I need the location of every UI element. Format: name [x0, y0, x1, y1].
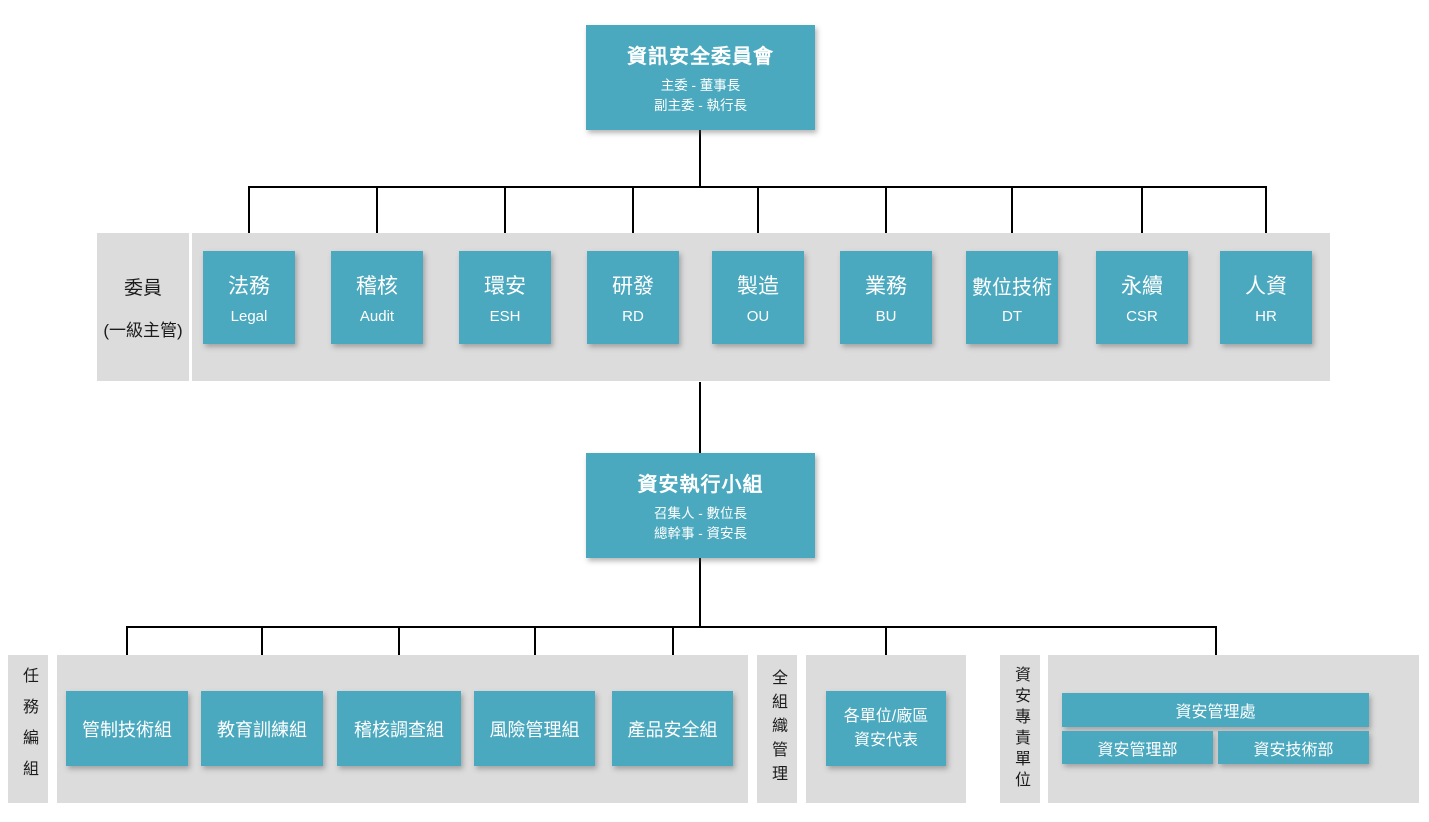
task-group-box-risk-management: 風險管理組 [474, 691, 595, 766]
info-security-committee-box: 資訊安全委員會 主委 - 董事長 副主委 - 執行長 [586, 25, 815, 130]
member-zh-label: 法務 [228, 275, 270, 298]
band-label-line2: (一級主管) [103, 321, 183, 340]
member-en-label: DT [1002, 307, 1022, 325]
connector-drop [757, 186, 759, 252]
committee-subtitle-line2: 副主委 - 執行長 [654, 97, 747, 113]
committee-title: 資訊安全委員會 [627, 45, 774, 68]
unit-representatives-box: 各單位/廠區 資安代表 [826, 691, 946, 766]
member-zh-label: 研發 [612, 275, 654, 298]
executive-subtitle-line1: 召集人 - 數位長 [654, 505, 747, 521]
connector-drop [1265, 186, 1267, 252]
member-zh-label: 製造 [737, 275, 779, 298]
task-group-box-education: 教育訓練組 [201, 691, 323, 766]
connector-riser-top [699, 130, 701, 188]
member-zh-label: 永續 [1121, 275, 1163, 298]
task-group-box-control-tech: 管制技術組 [66, 691, 188, 766]
member-en-label: BU [875, 308, 897, 325]
connector-drop [1141, 186, 1143, 252]
connector-drop [504, 186, 506, 252]
task-group-box-product-security: 產品安全組 [612, 691, 733, 766]
security-executive-box: 資安執行小組 召集人 - 數位長 總幹事 - 資安長 [586, 453, 815, 558]
security-management-dept-box: 資安管理部 [1062, 731, 1213, 764]
connector-drop [632, 186, 634, 252]
security-technology-dept-box: 資安技術部 [1218, 731, 1369, 764]
rep-box-line1: 各單位/廠區 [843, 707, 929, 725]
connector-drop [376, 186, 378, 252]
member-zh-label: 人資 [1245, 275, 1287, 298]
task-section-label: 任務編組 [8, 655, 48, 803]
member-box-ou: 製造 OU [712, 251, 804, 344]
member-box-legal: 法務 Legal [203, 251, 295, 344]
task-group-box-audit-investigation: 稽核調查組 [337, 691, 461, 766]
committee-subtitle-line1: 主委 - 董事長 [660, 77, 741, 93]
connector-drop [248, 186, 250, 252]
dedicated-section-background [1048, 655, 1419, 803]
executive-subtitle-line2: 總幹事 - 資安長 [654, 525, 747, 541]
member-en-label: ESH [489, 308, 521, 325]
connector-drop [885, 186, 887, 252]
orgwide-section-label: 全組織管理 [757, 655, 797, 803]
member-en-label: Audit [359, 308, 395, 325]
member-en-label: RD [622, 308, 644, 325]
member-box-csr: 永續 CSR [1096, 251, 1188, 344]
member-zh-label: 環安 [484, 275, 526, 298]
band-label-line1: 委員 [123, 278, 162, 299]
member-zh-label: 業務 [865, 275, 907, 298]
member-zh-label: 稽核 [356, 275, 398, 298]
connector-drop [1011, 186, 1013, 252]
rep-box-line2: 資安代表 [853, 731, 918, 749]
executive-title: 資安執行小組 [637, 473, 764, 496]
committee-band-label: 委員 (一級主管) [97, 233, 189, 381]
connector-riser-band-to-executive [699, 382, 701, 453]
connector-hline-bottom [126, 626, 1217, 628]
member-en-label: CSR [1126, 308, 1158, 325]
member-box-bu: 業務 BU [840, 251, 932, 344]
member-en-label: HR [1255, 308, 1277, 325]
member-en-label: OU [746, 308, 770, 325]
member-box-rd: 研發 RD [587, 251, 679, 344]
member-en-label: Legal [230, 308, 268, 325]
member-box-dt: 數位技術 DT [966, 251, 1058, 344]
member-box-hr: 人資 HR [1220, 251, 1312, 344]
connector-riser-executive [699, 558, 701, 628]
member-box-esh: 環安 ESH [459, 251, 551, 344]
security-division-box: 資安管理處 [1062, 693, 1369, 727]
dedicated-section-label: 資安專責單位 [1000, 655, 1040, 803]
member-zh-label: 數位技術 [972, 276, 1052, 299]
member-box-audit: 稽核 Audit [331, 251, 423, 344]
